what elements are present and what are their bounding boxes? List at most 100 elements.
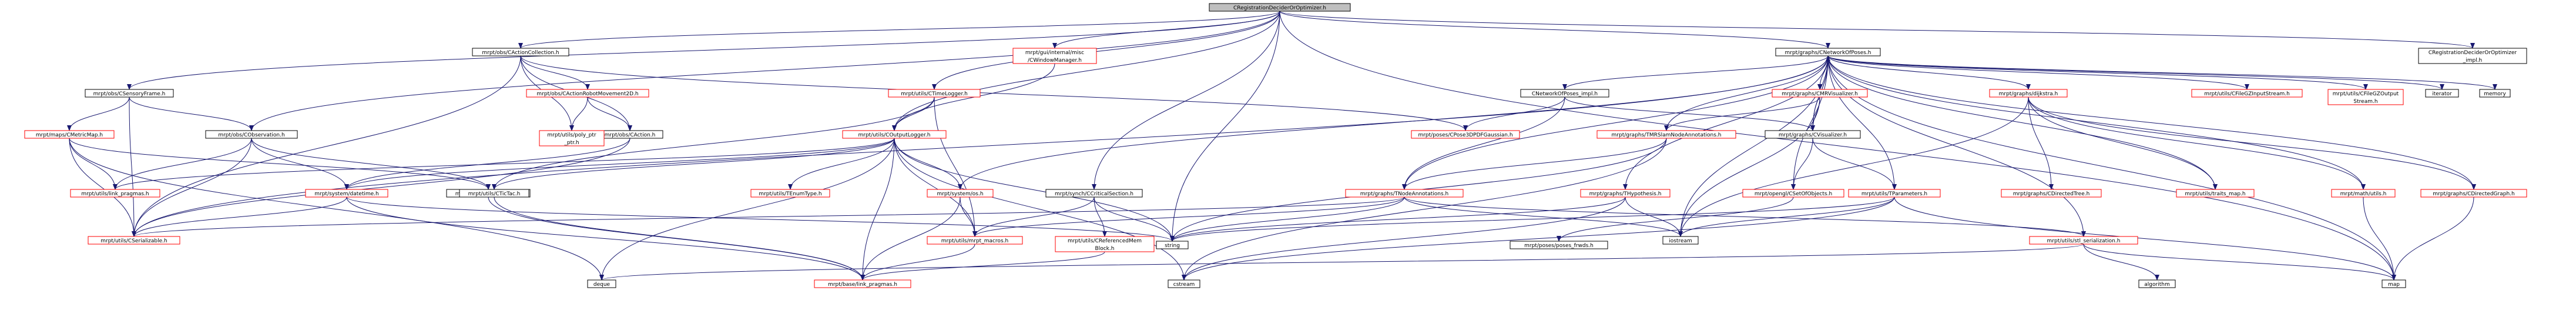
node-basepragmas[interactable]: mrpt/base/link_pragmas.h (814, 279, 911, 288)
node-cnetworkofposesimpl[interactable]: CNetworkOfPoses_impl.h (1520, 89, 1609, 98)
node-tmrslamnodeannotations[interactable]: mrpt/graphs/TMRSlamNodeAnnotations.h (1596, 130, 1736, 139)
node-cserializable[interactable]: mrpt/utils/CSerializable.h (88, 236, 180, 245)
node-cvisualizer[interactable]: mrpt/graphs/CVisualizer.h (1765, 130, 1861, 139)
node-posesfwds[interactable]: mrpt/poses/poses_frwds.h (1510, 241, 1608, 249)
node-box (2191, 89, 2303, 98)
node-box (1045, 189, 1143, 198)
edge-cnetworkofposes-to-csetofobjects (1791, 55, 1829, 190)
node-cobservation[interactable]: mrpt/obs/CObservation.h (205, 130, 298, 139)
node-cnetworkofposes[interactable]: mrpt/graphs/CNetworkOfPoses.h (1775, 48, 1881, 56)
node-thypothesis[interactable]: mrpt/graphs/THypothesis.h (1580, 189, 1671, 198)
node-deque[interactable]: deque (587, 279, 616, 288)
node-cmetricmap[interactable]: mrpt/maps/CMetricMap.h (24, 130, 115, 139)
node-box (1580, 189, 1671, 198)
node-linkpragmas[interactable]: mrpt/utils/link_pragmas.h (70, 189, 160, 198)
node-label: mrpt/obs/CAction.h (605, 132, 656, 138)
edge-ctimelogger-to-coutputlogger (892, 96, 935, 131)
node-ctimelogger[interactable]: mrpt/utils/CTimeLogger.h (888, 89, 981, 98)
node-dijkstra[interactable]: mrpt/graphs/dijkstra.h (1989, 89, 2068, 98)
node-cstream[interactable]: cstream (1168, 279, 1200, 288)
node-mrptmacros[interactable]: mrpt/utils/mrpt_macros.h (927, 236, 1023, 245)
node-systemos[interactable]: mrpt/system/os.h (927, 189, 994, 198)
node-csetofobjects[interactable]: mrpt/opengl/CSetOfObjects.h (1742, 189, 1844, 198)
edge-cnetworkofposes-to-tparameters (1827, 55, 1897, 190)
node-ccriticalsection[interactable]: mrpt/synch/CCriticalSection.h (1045, 189, 1143, 198)
node-label: mrpt/system/datetime.h (314, 191, 379, 197)
node-label: mrpt/utils/CFileGZInputStream.h (2204, 91, 2290, 97)
node-cactioncollection[interactable]: mrpt/obs/CActionCollection.h (472, 48, 569, 56)
node-box (842, 130, 947, 139)
node-label: mrpt/opengl/CSetOfObjects.h (1755, 191, 1832, 197)
node-cdirectedgraph[interactable]: mrpt/graphs/CDirectedGraph.h (2420, 189, 2527, 198)
node-caction[interactable]: mrpt/obs/CAction.h (596, 130, 663, 139)
edge-cnetworkofposesimpl-to-tnodeannotations (1402, 96, 1565, 190)
edge-csensoryframe-to-cobservation (129, 96, 254, 131)
edge-cnetworkofposesimpl-to-cvisualizer (1564, 96, 1815, 131)
edge-stlserialization-to-deque (599, 244, 2084, 281)
node-box (205, 130, 298, 139)
node-traitsmap[interactable]: mrpt/utils/traits_map.h (2176, 189, 2255, 198)
node-stlserialization[interactable]: mrpt/utils/stl_serialization.h (2029, 236, 2138, 245)
node-coutputlogger[interactable]: mrpt/utils/COutputLogger.h (842, 130, 947, 139)
node-csensoryframe[interactable]: mrpt/obs/CSensoryFrame.h (85, 89, 174, 98)
node-box (2382, 279, 2406, 288)
node-windowmanager[interactable]: mrpt/gui/internal/misc/CWindowManager.h (1012, 48, 1097, 64)
node-box (2327, 89, 2404, 105)
node-cdirectedtree[interactable]: mrpt/graphs/CDirectedTree.h (2001, 189, 2102, 198)
edge-caction-to-datetime (344, 138, 630, 190)
node-label: _impl.h (2463, 58, 2483, 64)
edge-tnodeannotations-to-mrptmacros (972, 196, 1405, 237)
edge-mathutils-to-map (2363, 196, 2396, 281)
node-cfilegzinputstream[interactable]: mrpt/utils/CFileGZInputStream.h (2191, 89, 2303, 98)
edge-coutputlogger-to-systemos (894, 138, 962, 190)
node-cposepdfgaussian[interactable]: mrpt/poses/CPose3DPDFGaussian.h (1411, 130, 1520, 139)
node-crodimpl[interactable]: CRegistrationDeciderOrOptimizer_impl.h (2418, 48, 2527, 64)
edge-tmrslamnodeannotations-to-tnodeannotations (1402, 138, 1667, 190)
node-iostream[interactable]: iostream (1662, 236, 1699, 245)
node-label: mrpt/graphs/CDirectedGraph.h (2433, 191, 2514, 197)
node-label: mrpt/graphs/CVisualizer.h (1779, 132, 1847, 138)
edge-root-to-cobservation (249, 11, 1280, 131)
node-mathutils[interactable]: mrpt/math/utils.h (2331, 189, 2396, 198)
node-box (1055, 236, 1155, 252)
node-datetime[interactable]: mrpt/system/datetime.h (305, 189, 388, 198)
edge-root-to-ctimelogger (932, 11, 1280, 90)
node-box (587, 279, 616, 288)
node-tnodeannotations[interactable]: mrpt/graphs/TNodeAnnotations.h (1345, 189, 1464, 198)
node-root[interactable]: CRegistrationDeciderOrOptimizer.h (1209, 3, 1351, 12)
edge-tmrslamnodeannotations-to-cstream (1182, 138, 1667, 281)
node-box (2029, 236, 2138, 245)
edge-cmrvisualizer-to-iostream (1678, 96, 1820, 237)
edge-cnetworkofposes-to-mathutils (1827, 55, 2366, 190)
node-tenumtype[interactable]: mrpt/utils/TEnumType.h (750, 189, 830, 198)
node-ctictac[interactable]: mrpt/utils/CTicTac.h (459, 189, 529, 198)
node-box (1520, 89, 1609, 98)
node-string[interactable]: string (1156, 241, 1189, 249)
node-iterator[interactable]: iterator (2425, 89, 2459, 98)
edge-cnetworkofposes-to-cdirectedgraph (1827, 55, 2476, 190)
node-label: Stream.h (2353, 99, 2377, 105)
node-label: mrpt/obs/CSensoryFrame.h (93, 91, 166, 97)
edge-cnetworkofposes-to-cserializable (132, 55, 1829, 237)
node-polyptr[interactable]: mrpt/utils/poly_ptr_ptr.h (539, 130, 605, 146)
edge-cnetworkofposes-to-cfilegzinputstream (1827, 55, 2249, 90)
edge-cobservation-to-mathfwds (251, 138, 491, 190)
edge-cnetworkofposes-to-tmrslamnodeannotations (1664, 55, 1829, 131)
node-map[interactable]: map (2382, 279, 2406, 288)
node-box (1775, 48, 1881, 56)
node-label: mrpt/maps/CMetricMap.h (36, 132, 103, 138)
node-memory[interactable]: memory (2479, 89, 2511, 98)
node-box (2176, 189, 2255, 198)
node-algorithm[interactable]: algorithm (2138, 279, 2176, 288)
edge-cnetworkofposes-to-thypothesis (1623, 55, 1829, 190)
node-label: map (2388, 282, 2400, 288)
node-cactionrobotmovement2d[interactable]: mrpt/obs/CActionRobotMovement2D.h (526, 89, 649, 98)
edge-cvisualizer-to-tparameters (1812, 138, 1897, 190)
edge-ccriticalsection-to-string (1094, 196, 1175, 242)
node-tparameters[interactable]: mrpt/utils/TParameters.h (1848, 189, 1941, 198)
node-label: mrpt/graphs/TMRSlamNodeAnnotations.h (1612, 132, 1722, 138)
node-cmrvisualizer[interactable]: mrpt/graphs/CMRVisualizer.h (1772, 89, 1868, 98)
edge-cnetworkofposes-to-traitsmap (1827, 55, 2218, 190)
